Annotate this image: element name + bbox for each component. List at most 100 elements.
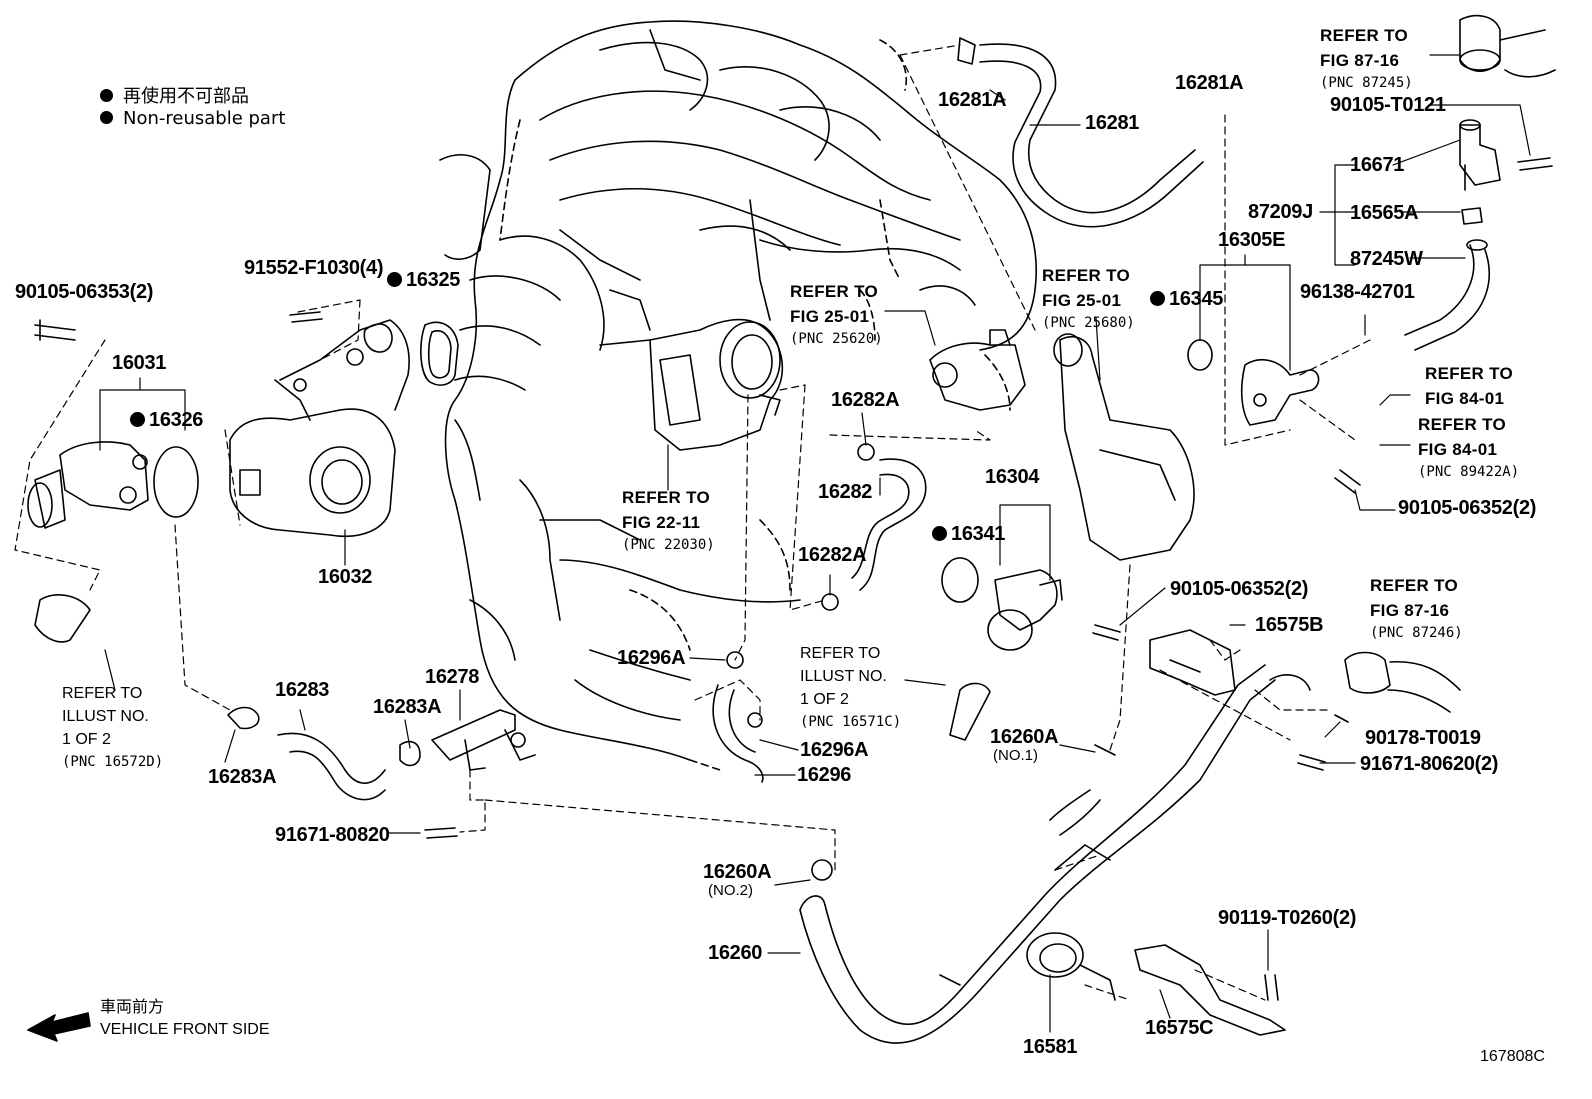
- legend-jp-text: 再使用不可部品: [123, 86, 249, 107]
- ref-line-3: 1 OF 2: [62, 731, 111, 749]
- label-16282A-a: 16282A: [831, 389, 900, 411]
- thermostat-housing-drawing: [27, 441, 149, 529]
- gasket-16325-inner: [427, 330, 452, 379]
- gasket-16325: [420, 321, 459, 386]
- ref-line-2: FIG 84-01: [1418, 439, 1498, 459]
- label-16341: 16341: [932, 524, 1005, 544]
- bolt-drawings: [34, 157, 1553, 1001]
- hose-16282-drawing: [821, 443, 927, 611]
- label-16325-text: 16325: [406, 269, 461, 291]
- label-16575C: 16575C: [1145, 1017, 1214, 1039]
- egr-cooler-drawing: [1053, 333, 1195, 561]
- label-16341-text: 16341: [951, 523, 1006, 545]
- ref-line-1: REFER TO: [1418, 415, 1507, 434]
- ref-line-1: REFER TO: [800, 645, 881, 662]
- label-87245W: 87245W: [1350, 248, 1423, 270]
- note-no2: (NO.2): [708, 882, 753, 899]
- note-no1: (NO.1): [993, 747, 1038, 764]
- ref-line-1: REFER TO: [62, 685, 143, 702]
- label-96138-42701: 96138-42701: [1300, 281, 1415, 303]
- valve-16671-drawing: [1459, 119, 1501, 191]
- hose-end-left: [34, 594, 91, 643]
- label-90105-T0121: 90105-T0121: [1330, 94, 1446, 116]
- non-reusable-dot-icon: [932, 526, 947, 541]
- ref-line-1: REFER TO: [1042, 266, 1131, 285]
- label-91671-80620: 91671-80620(2): [1360, 753, 1499, 775]
- label-16260A-no2: 16260A: [703, 861, 772, 883]
- label-90119-T0260: 90119-T0260(2): [1218, 907, 1357, 929]
- figure-id: 167808C: [1480, 1048, 1545, 1065]
- hose-87245W-drawing: [1404, 239, 1491, 351]
- ref-line-3: (PNC 22030): [622, 537, 715, 554]
- connector-87246-drawing: [1344, 651, 1461, 713]
- ref-line-4: (PNC 16571C): [800, 713, 902, 730]
- o-ring-16341: [941, 557, 979, 603]
- label-16260A-no1: 16260A: [990, 726, 1059, 748]
- dashed-lines: [14, 44, 1371, 1001]
- connector-87245-drawing: [1459, 14, 1556, 78]
- label-91552-F1030: 91552-F1030(4): [244, 257, 384, 279]
- label-16296A-b: 16296A: [800, 739, 869, 761]
- label-16281A-a: 16281A: [938, 89, 1007, 111]
- label-16304: 16304: [985, 466, 1040, 488]
- bracket-16575B-drawing: [1149, 629, 1236, 696]
- label-16278: 16278: [425, 666, 480, 688]
- o-ring-16326: [153, 446, 199, 518]
- ref-line-1: REFER TO: [1425, 364, 1514, 383]
- label-16325: 16325: [387, 270, 460, 290]
- label-16581: 16581: [1023, 1036, 1078, 1058]
- non-reusable-dot-icon: [130, 412, 145, 427]
- label-16345-text: 16345: [1169, 288, 1224, 310]
- ref-illust-16571C: REFER TO ILLUST NO. 1 OF 2 (PNC 16571C): [800, 642, 901, 732]
- non-reusable-dot-icon: [387, 272, 402, 287]
- legend-en: Non-reusable part: [100, 108, 285, 129]
- hose-16260-drawing: [799, 664, 1311, 1044]
- clamp-16260A-no2: [811, 859, 833, 881]
- label-16305E: 16305E: [1218, 229, 1286, 251]
- ref-line-3: (PNC 89422A): [1418, 464, 1520, 481]
- front-en: VEHICLE FRONT SIDE: [100, 1021, 270, 1038]
- ref-line-2: FIG 25-01: [1042, 290, 1122, 310]
- hose-16281-drawing: [957, 37, 1204, 228]
- label-90178-T0019: 90178-T0019: [1365, 727, 1481, 749]
- ref-line-3: (PNC 25620): [790, 331, 883, 348]
- water-outlet-drawing: [1240, 359, 1320, 426]
- label-16296A-a: 16296A: [617, 647, 686, 669]
- label-90105-06352-b: 90105-06352(2): [1398, 497, 1537, 519]
- label-16283A-a: 16283A: [373, 696, 442, 718]
- label-16281: 16281: [1085, 112, 1140, 134]
- ref-line-2: ILLUST NO.: [62, 708, 149, 726]
- label-16326-text: 16326: [149, 409, 204, 431]
- hose-16296-drawing: [712, 651, 764, 783]
- label-16345: 16345: [1150, 289, 1223, 309]
- label-87209J: 87209J: [1248, 201, 1313, 223]
- ref-fig-84-01-b: REFER TO FIG 84-01 (PNC 89422A): [1418, 413, 1519, 483]
- clamp-16581-drawing: [1026, 932, 1116, 1001]
- pipe-16278-drawing: [431, 709, 536, 771]
- front-jp: 車両前方: [100, 999, 165, 1016]
- label-16282: 16282: [818, 481, 873, 503]
- ref-illust-16572D: REFER TO ILLUST NO. 1 OF 2 (PNC 16572D): [62, 682, 163, 772]
- label-16032: 16032: [318, 566, 373, 588]
- front-arrow-icon: [27, 1012, 91, 1042]
- o-ring-16345: [1187, 339, 1213, 371]
- label-16565A: 16565A: [1350, 202, 1419, 224]
- sensor-body-drawing: [929, 329, 1026, 411]
- leader-lines: [99, 54, 1531, 1033]
- ref-line-3: 1 OF 2: [800, 691, 849, 709]
- hose-16283-drawing: [277, 732, 386, 801]
- bullet-dot-icon: [100, 89, 113, 102]
- non-reusable-dot-icon: [1150, 291, 1165, 306]
- ref-line-3: (PNC 87246): [1370, 625, 1463, 642]
- ref-line-3: (PNC 87245): [1320, 75, 1413, 92]
- thermostat-16304-drawing: [987, 569, 1063, 651]
- ref-line-2: FIG 25-01: [790, 306, 870, 326]
- hose-end-left-2: [949, 682, 991, 741]
